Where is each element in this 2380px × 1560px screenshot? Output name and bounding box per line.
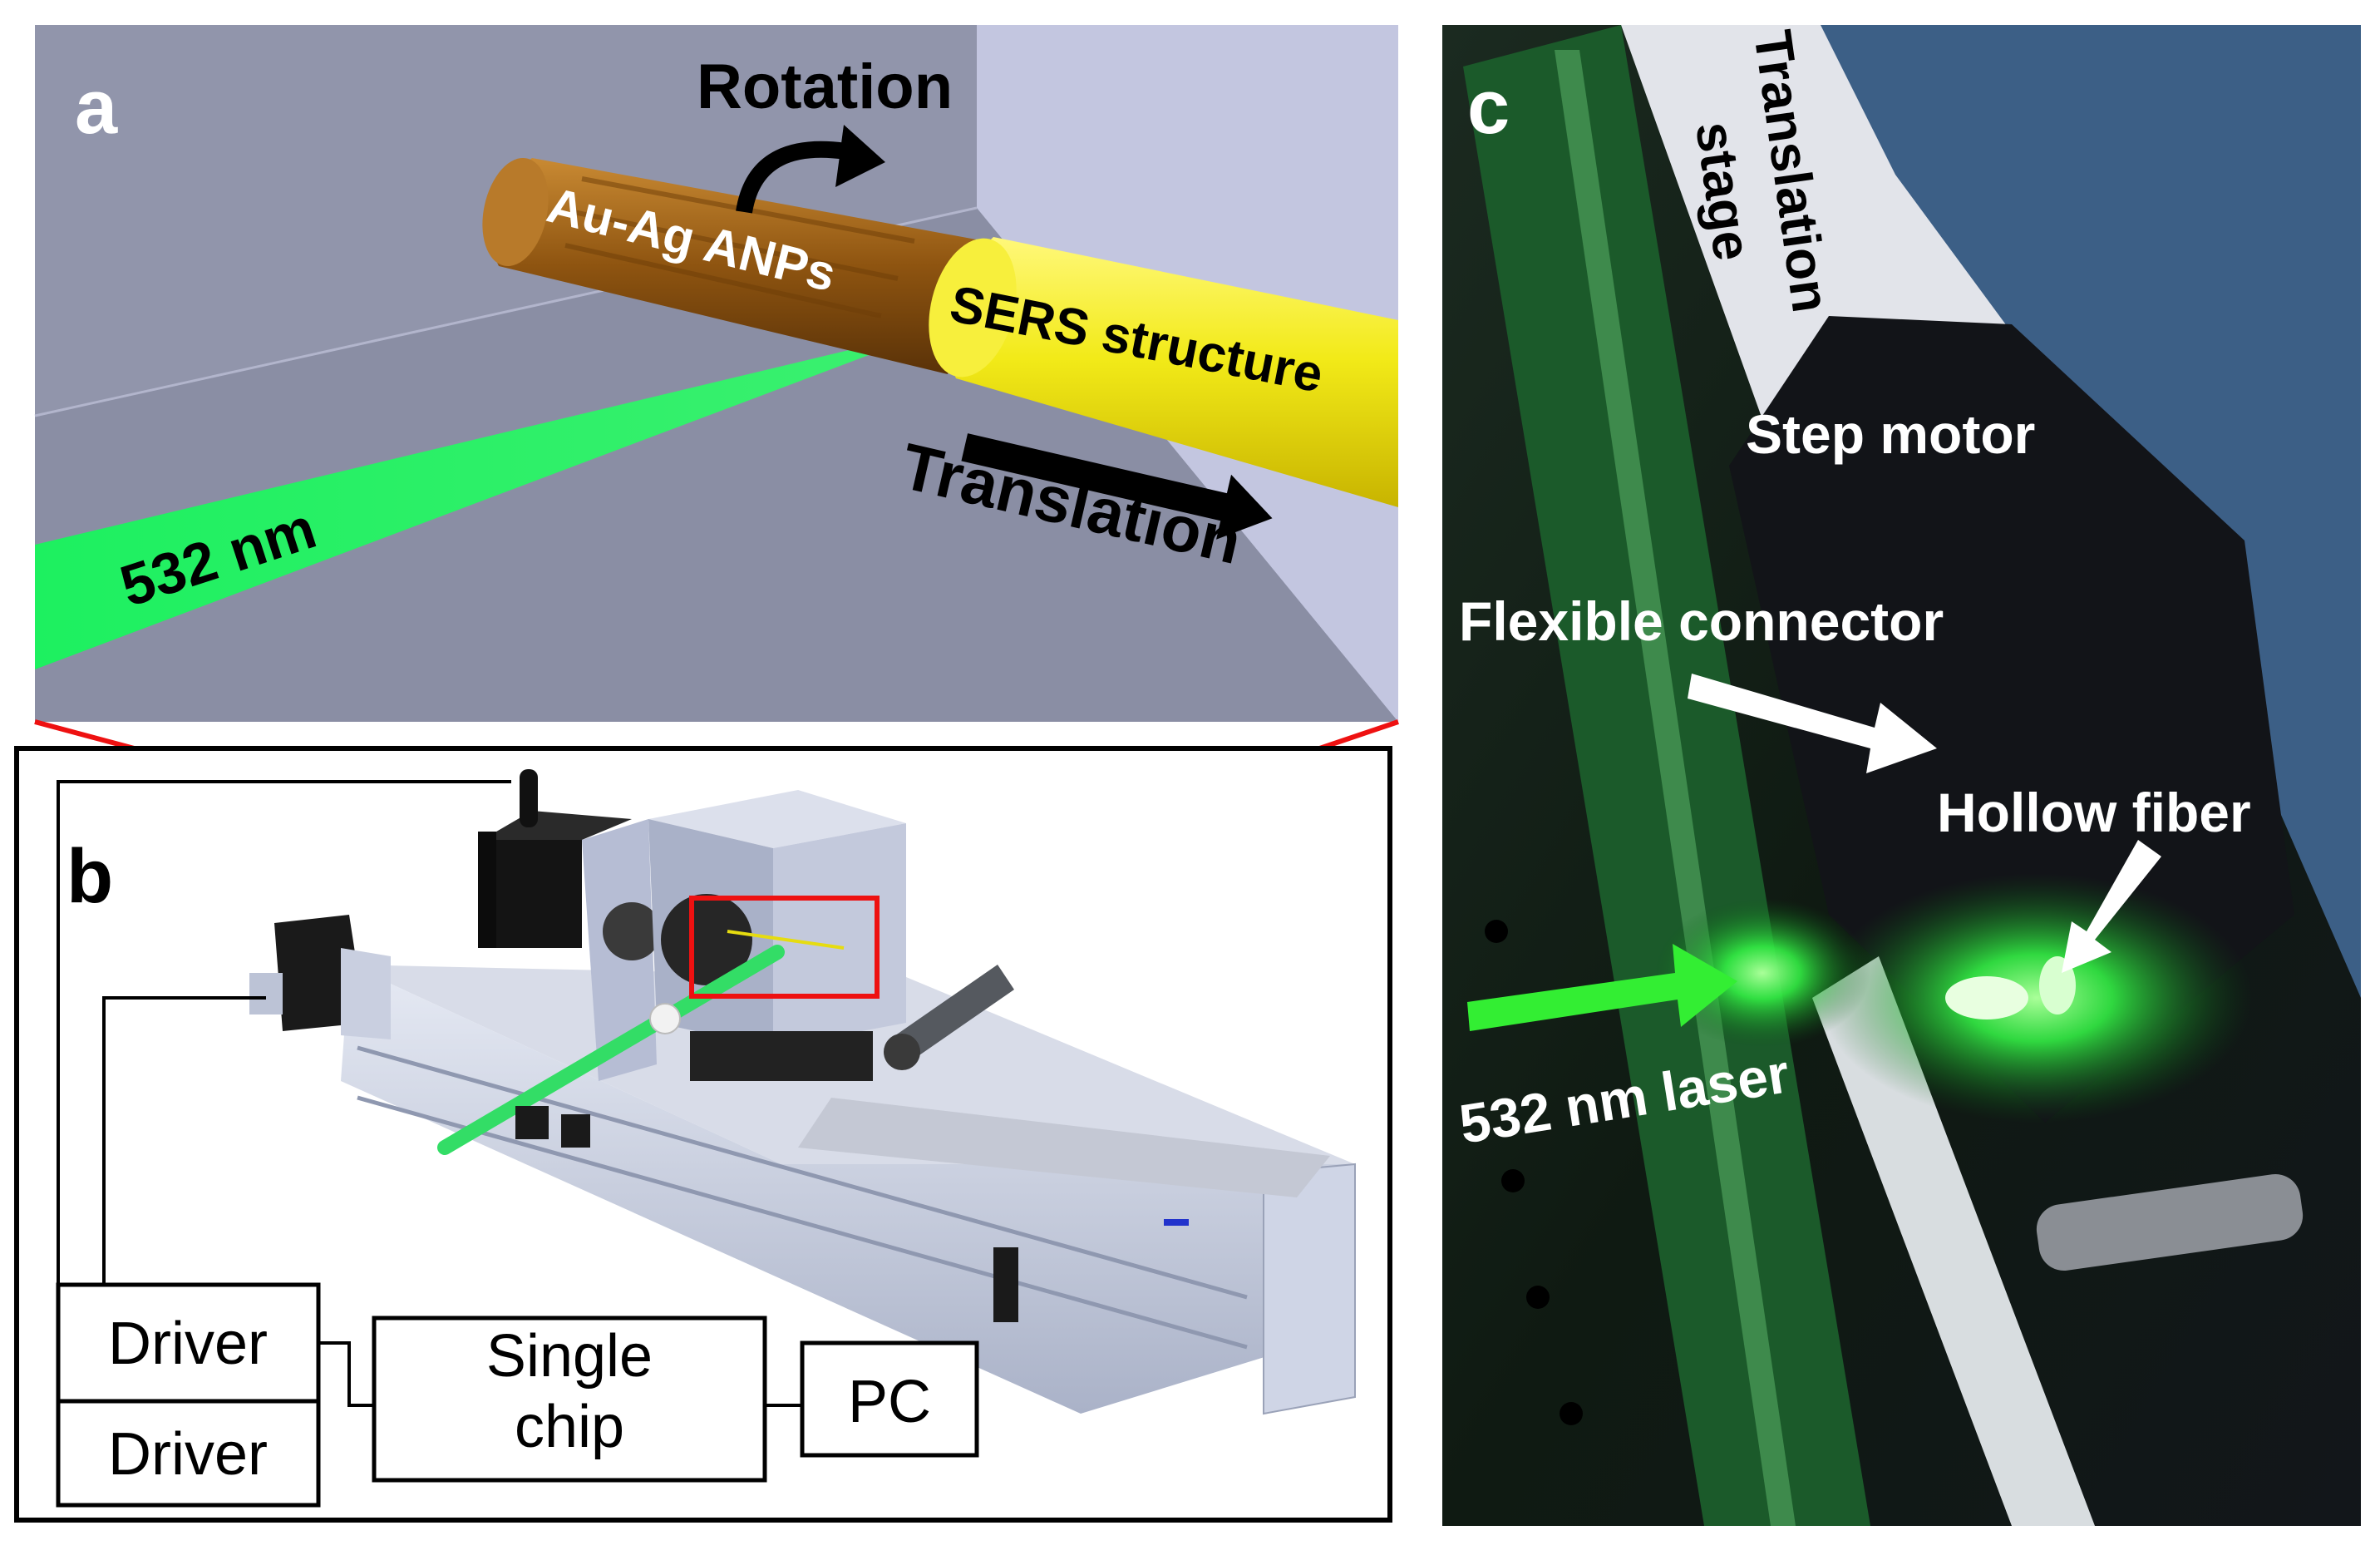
single-chip-box bbox=[372, 1316, 767, 1483]
micrometer bbox=[884, 965, 1014, 1070]
panel-a: a Rotation Au-Ag ANPs SERS structure Tra… bbox=[34, 25, 1398, 722]
rail-top-strip bbox=[798, 1098, 1330, 1197]
translation-arrow bbox=[961, 433, 1273, 540]
panel-a-letter: a bbox=[75, 65, 118, 150]
driver-box-1 bbox=[56, 1282, 321, 1404]
optic-hole-3 bbox=[1560, 1402, 1583, 1425]
limit-sensor-2 bbox=[561, 1114, 590, 1148]
pc-box bbox=[800, 1340, 979, 1458]
zoom-box bbox=[689, 896, 880, 999]
fiber-arrow bbox=[2062, 840, 2161, 973]
limit-sensor-1 bbox=[515, 1106, 549, 1139]
panel-b-letter: b bbox=[67, 834, 113, 919]
connector-arrow bbox=[1688, 674, 1937, 773]
stage-marker bbox=[1164, 1219, 1189, 1226]
rail-highlight bbox=[1555, 50, 1796, 1526]
cube-window bbox=[661, 894, 752, 985]
driver-label-2: Driver bbox=[108, 1421, 268, 1488]
stepper-motor-top bbox=[478, 769, 632, 948]
micrometer-photo bbox=[2036, 1174, 2304, 1271]
driver-box-2 bbox=[56, 1399, 321, 1508]
hollow-fiber-label: Hollow fiber bbox=[1937, 782, 2251, 843]
fiber-yellow bbox=[727, 930, 845, 950]
rotation-arrow bbox=[736, 141, 862, 214]
single-chip-label-line2: chip bbox=[515, 1394, 624, 1460]
step-motor-label: Step motor bbox=[1746, 403, 2035, 465]
hollow-fiber-spot bbox=[1945, 976, 2028, 1019]
rail-groove-1 bbox=[357, 1045, 1248, 1300]
laser-beam bbox=[35, 328, 939, 669]
white-rail bbox=[1812, 956, 2095, 1526]
rail-groove-2 bbox=[357, 1095, 1248, 1350]
flexible-connector-label: Flexible connector bbox=[1459, 590, 1944, 652]
wire-top-loop bbox=[57, 780, 511, 1301]
rail-body bbox=[341, 965, 1355, 1414]
rail-end bbox=[1263, 1163, 1356, 1415]
rotation-cube bbox=[582, 790, 906, 1081]
stepper-motor-left bbox=[249, 915, 391, 1039]
fiber-green bbox=[437, 945, 785, 1155]
limit-sensor-3 bbox=[993, 1247, 1018, 1322]
panel-c-letter: c bbox=[1467, 65, 1510, 150]
optic-hole-1 bbox=[1501, 1169, 1525, 1192]
pc-label: PC bbox=[848, 1369, 931, 1435]
laser-glow-secondary bbox=[1654, 898, 1870, 1048]
panel-b: b bbox=[14, 746, 1392, 1523]
wire-left-motor bbox=[102, 996, 266, 1285]
single-chip-label-line1: Single bbox=[486, 1323, 653, 1390]
rotation-arrowhead bbox=[835, 125, 885, 187]
laser-arrow bbox=[1467, 944, 1737, 1031]
fiber-coupler bbox=[649, 1003, 681, 1034]
wire-driver-chip bbox=[318, 1341, 374, 1407]
laser-glow-main bbox=[1821, 873, 2253, 1123]
sers-rod bbox=[929, 237, 1398, 507]
driver-label-1: Driver bbox=[108, 1311, 268, 1377]
optic-hole-4 bbox=[1485, 920, 1508, 943]
rotation-label: Rotation bbox=[697, 52, 953, 122]
panel-c: c Translation stage Step motor Flexible … bbox=[1442, 25, 2361, 1526]
optic-hole-2 bbox=[1526, 1286, 1550, 1309]
